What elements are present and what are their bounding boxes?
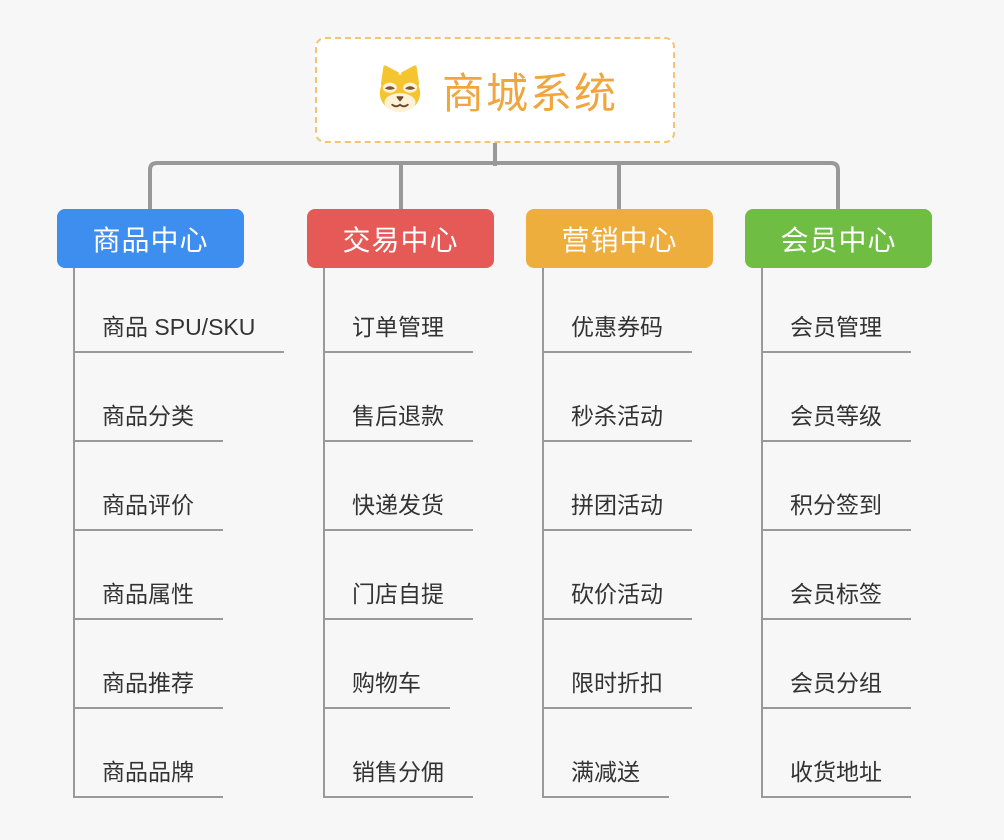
leaf-label: 会员分组 bbox=[763, 664, 911, 709]
branch-items-product-center: 商品 SPU/SKU 商品分类 商品评价 商品属性 商品推荐 商品品牌 bbox=[73, 268, 285, 798]
leaf-node[interactable]: 拼团活动 bbox=[544, 442, 692, 531]
leaf-label: 快递发货 bbox=[325, 486, 473, 531]
leaf-node[interactable]: 快递发货 bbox=[325, 442, 473, 531]
leaf-node[interactable]: 商品评价 bbox=[75, 442, 284, 531]
leaf-node[interactable]: 购物车 bbox=[325, 620, 473, 709]
leaf-node[interactable]: 销售分佣 bbox=[325, 709, 473, 798]
leaf-node[interactable]: 商品推荐 bbox=[75, 620, 284, 709]
leaf-node[interactable]: 收货地址 bbox=[763, 709, 911, 798]
leaf-node[interactable]: 秒杀活动 bbox=[544, 353, 692, 442]
branch-label: 交易中心 bbox=[342, 224, 459, 256]
leaf-label: 售后退款 bbox=[325, 397, 473, 442]
leaf-label: 商品属性 bbox=[75, 575, 223, 620]
leaf-label: 销售分佣 bbox=[325, 753, 473, 798]
leaf-node[interactable]: 优惠券码 bbox=[544, 268, 692, 353]
leaf-node[interactable]: 售后退款 bbox=[325, 353, 473, 442]
leaf-label: 秒杀活动 bbox=[544, 397, 692, 442]
leaf-node[interactable]: 商品属性 bbox=[75, 531, 284, 620]
leaf-node[interactable]: 会员标签 bbox=[763, 531, 911, 620]
leaf-label: 购物车 bbox=[325, 664, 450, 709]
leaf-node[interactable]: 会员管理 bbox=[763, 268, 911, 353]
leaf-node[interactable]: 商品 SPU/SKU bbox=[75, 268, 285, 353]
leaf-node[interactable]: 满减送 bbox=[544, 709, 692, 798]
branch-node-product-center[interactable]: 商品中心 bbox=[57, 209, 244, 268]
leaf-label: 积分签到 bbox=[763, 486, 911, 531]
leaf-label: 会员等级 bbox=[763, 397, 911, 442]
leaf-node[interactable]: 积分签到 bbox=[763, 442, 911, 531]
leaf-node[interactable]: 砍价活动 bbox=[544, 531, 692, 620]
branch-items-trade-center: 订单管理 售后退款 快递发货 门店自提 购物车 销售分佣 bbox=[323, 268, 473, 798]
leaf-label: 商品分类 bbox=[75, 397, 223, 442]
leaf-label: 拼团活动 bbox=[544, 486, 692, 531]
leaf-label: 收货地址 bbox=[763, 753, 911, 798]
leaf-label: 商品 SPU/SKU bbox=[75, 308, 285, 353]
leaf-label: 商品评价 bbox=[75, 486, 223, 531]
branch-node-member-center[interactable]: 会员中心 bbox=[745, 209, 932, 268]
doge-dog-icon bbox=[379, 65, 421, 112]
leaf-label: 订单管理 bbox=[325, 308, 473, 353]
leaf-label: 满减送 bbox=[544, 753, 669, 798]
leaf-node[interactable]: 商品分类 bbox=[75, 353, 284, 442]
leaf-node[interactable]: 订单管理 bbox=[325, 268, 473, 353]
branch-node-marketing-center[interactable]: 营销中心 bbox=[526, 209, 713, 268]
leaf-label: 砍价活动 bbox=[544, 575, 692, 620]
branch-label: 会员中心 bbox=[780, 224, 897, 256]
leaf-label: 门店自提 bbox=[325, 575, 473, 620]
branch-label: 营销中心 bbox=[561, 224, 678, 256]
root-node[interactable]: 商城系统 bbox=[315, 37, 675, 143]
leaf-node[interactable]: 限时折扣 bbox=[544, 620, 692, 709]
branch-items-member-center: 会员管理 会员等级 积分签到 会员标签 会员分组 收货地址 bbox=[761, 268, 911, 798]
root-title: 商城系统 bbox=[441, 69, 618, 117]
leaf-label: 会员标签 bbox=[763, 575, 911, 620]
leaf-label: 限时折扣 bbox=[544, 664, 692, 709]
leaf-node[interactable]: 门店自提 bbox=[325, 531, 473, 620]
leaf-label: 会员管理 bbox=[763, 308, 911, 353]
leaf-node[interactable]: 会员等级 bbox=[763, 353, 911, 442]
leaf-label: 优惠券码 bbox=[544, 308, 692, 353]
branch-node-trade-center[interactable]: 交易中心 bbox=[307, 209, 494, 268]
branch-items-marketing-center: 优惠券码 秒杀活动 拼团活动 砍价活动 限时折扣 满减送 bbox=[542, 268, 692, 798]
leaf-node[interactable]: 会员分组 bbox=[763, 620, 911, 709]
leaf-label: 商品品牌 bbox=[75, 753, 223, 798]
leaf-node[interactable]: 商品品牌 bbox=[75, 709, 284, 798]
branch-label: 商品中心 bbox=[92, 224, 209, 256]
leaf-label: 商品推荐 bbox=[75, 664, 223, 709]
